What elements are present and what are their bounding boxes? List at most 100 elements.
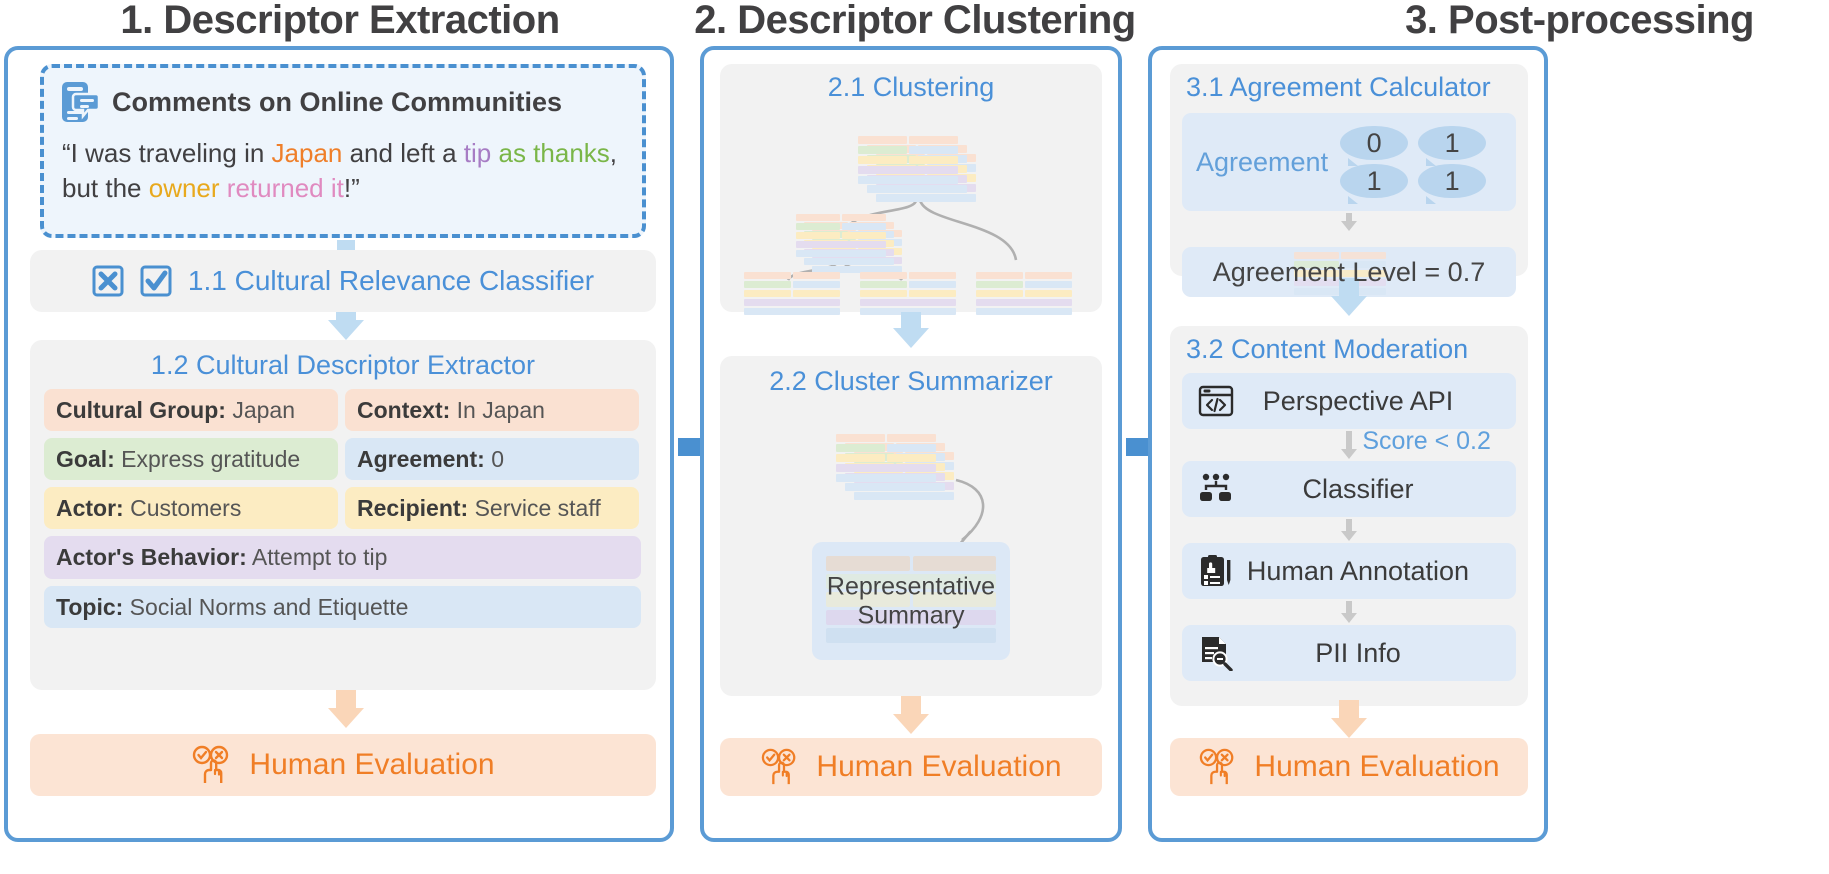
descriptor-value: Express gratitude [114,446,301,473]
mini-card-cell [1294,261,1339,268]
descriptor-mini-card [836,434,936,482]
human-evaluation-stage-1[interactable]: Human Evaluation [30,734,656,796]
human-evaluation-stage-3[interactable]: Human Evaluation [1170,738,1528,796]
mini-card-cell [860,281,907,288]
descriptor-key: Topic: [56,593,124,620]
descriptor-row: Actor: Customers [44,487,338,530]
arrow-perspective-to-classifier: Score < 0.2 [1182,427,1516,461]
mini-card-cell [887,444,936,452]
cluster-leaf-1 [744,272,840,315]
moderation-item-human-annotation[interactable]: Human Annotation [1182,543,1516,599]
mini-card-cell [744,299,840,306]
quote-seg-7 [220,173,227,203]
descriptor-row: Recipient: Service staff [345,487,639,530]
human-evaluation-label-2: Human Evaluation [816,750,1062,783]
hand-check-x-icon [760,748,800,786]
mini-card-cell [845,483,945,491]
mini-card-cell [1294,252,1339,259]
descriptor-value: Service staff [468,495,601,522]
summary-row-cell [826,610,996,625]
comment-document-icon [60,80,100,124]
summary-row-cell [826,574,996,589]
mini-card-cell [860,299,956,306]
mini-card-cell [976,281,1023,288]
mini-card-cell [887,434,936,442]
mini-card-cell [812,266,902,273]
arrow-moderation-to-human-eval [1328,700,1370,740]
module-3-2-title: 3.2 Content Moderation [1186,334,1469,364]
mini-card-cell [909,281,956,288]
mini-card-cell [836,454,885,462]
mini-card-cell [909,290,956,297]
mini-card-cell [842,223,886,230]
summarizer-input-stack [836,434,956,502]
mini-card-cell [909,272,956,279]
document-search-icon [1198,635,1234,671]
checkbox-x-icon [92,265,124,297]
mini-card-cell [1341,270,1386,277]
module-3-1-title: 3.1 Agreement Calculator [1186,72,1491,102]
mini-card-cell [1341,252,1386,259]
mini-card-cell [744,290,791,297]
descriptor-key: Actor: [56,495,124,522]
representative-summary-rows [826,556,996,643]
mini-card-cell [858,146,907,154]
descriptor-key: Goal: [56,446,115,473]
module-3-2-content-moderation: 3.2 Content Moderation Perspective API S… [1170,326,1528,706]
arrow-agreement-to-moderation [1328,278,1370,322]
mini-card-cell [842,232,886,239]
stage-2-panel: 2.1 Clustering 2.2 Cluster Summarizer [700,46,1122,842]
mini-card-cell [744,308,840,315]
human-evaluation-stage-2[interactable]: Human Evaluation [720,738,1102,796]
comment-card: Comments on Online Communities “I was tr… [40,64,646,238]
hand-check-x-icon [191,745,233,785]
descriptor-mini-card [860,272,956,315]
column-title-1: 1. Descriptor Extraction [120,0,560,42]
cluster-stack-mid [796,214,906,274]
mini-card-cell [860,272,907,279]
mini-card-cell [793,281,840,288]
summary-row-cell [826,592,910,607]
module-1-1-title: 1.1 Cultural Relevance Classifier [187,265,595,296]
human-evaluation-label-3: Human Evaluation [1254,750,1500,783]
quote-seg-5: , but the [62,138,618,203]
mini-card-cell [867,185,967,193]
moderation-item-pii-info[interactable]: PII Info [1182,625,1516,681]
descriptor-key: Actor's Behavior: [56,544,247,571]
mini-card-cell [793,272,840,279]
mini-card-cell [1025,281,1072,288]
quote-seg-2: and left a [342,138,464,168]
mini-card-cell [909,136,958,144]
moderation-item-classifier[interactable]: Classifier [1182,461,1516,517]
descriptor-value: 0 [484,446,504,473]
agreement-level-row: Agreement Level = 0.7 [1182,247,1516,297]
descriptor-value: In Japan [450,397,545,423]
mini-card-cell [976,299,1072,306]
mini-card-cell [858,176,958,184]
descriptor-mini-card [796,214,886,257]
hand-check-x-icon [1198,748,1238,786]
mini-card-cell [876,194,976,202]
mini-card-cell [976,290,1023,297]
mini-card-cell [836,474,936,482]
summary-row-cell [826,556,910,571]
arrow-classifier-to-annotation [1182,517,1516,543]
moderation-label-pii-info: PII Info [1315,637,1401,668]
quote-seg-returned-it: returned it [226,172,344,203]
column-title-3: 3. Post-processing [1405,0,1754,42]
moderation-item-perspective-api[interactable]: Perspective API [1182,373,1516,429]
descriptor-row: Context: In Japan [345,389,639,432]
descriptor-key: Cultural Group: [56,397,226,423]
stage-1-panel: Comments on Online Communities “I was tr… [4,46,674,842]
agreement-bubble-1: 1 [1418,126,1487,166]
mini-card-cell [796,223,840,230]
code-window-icon [1198,384,1234,418]
agreement-label: Agreement [1196,146,1329,177]
descriptor-value: Customers [123,495,242,522]
mini-card-cell [842,214,886,221]
descriptor-row: Agreement: 0 [345,438,639,481]
descriptor-row: Actor's Behavior: Attempt to tip [44,536,641,579]
mini-card-cell [796,250,886,257]
column-title-2: 2. Descriptor Clustering [694,0,1136,42]
moderation-label-classifier: Classifier [1302,473,1414,504]
